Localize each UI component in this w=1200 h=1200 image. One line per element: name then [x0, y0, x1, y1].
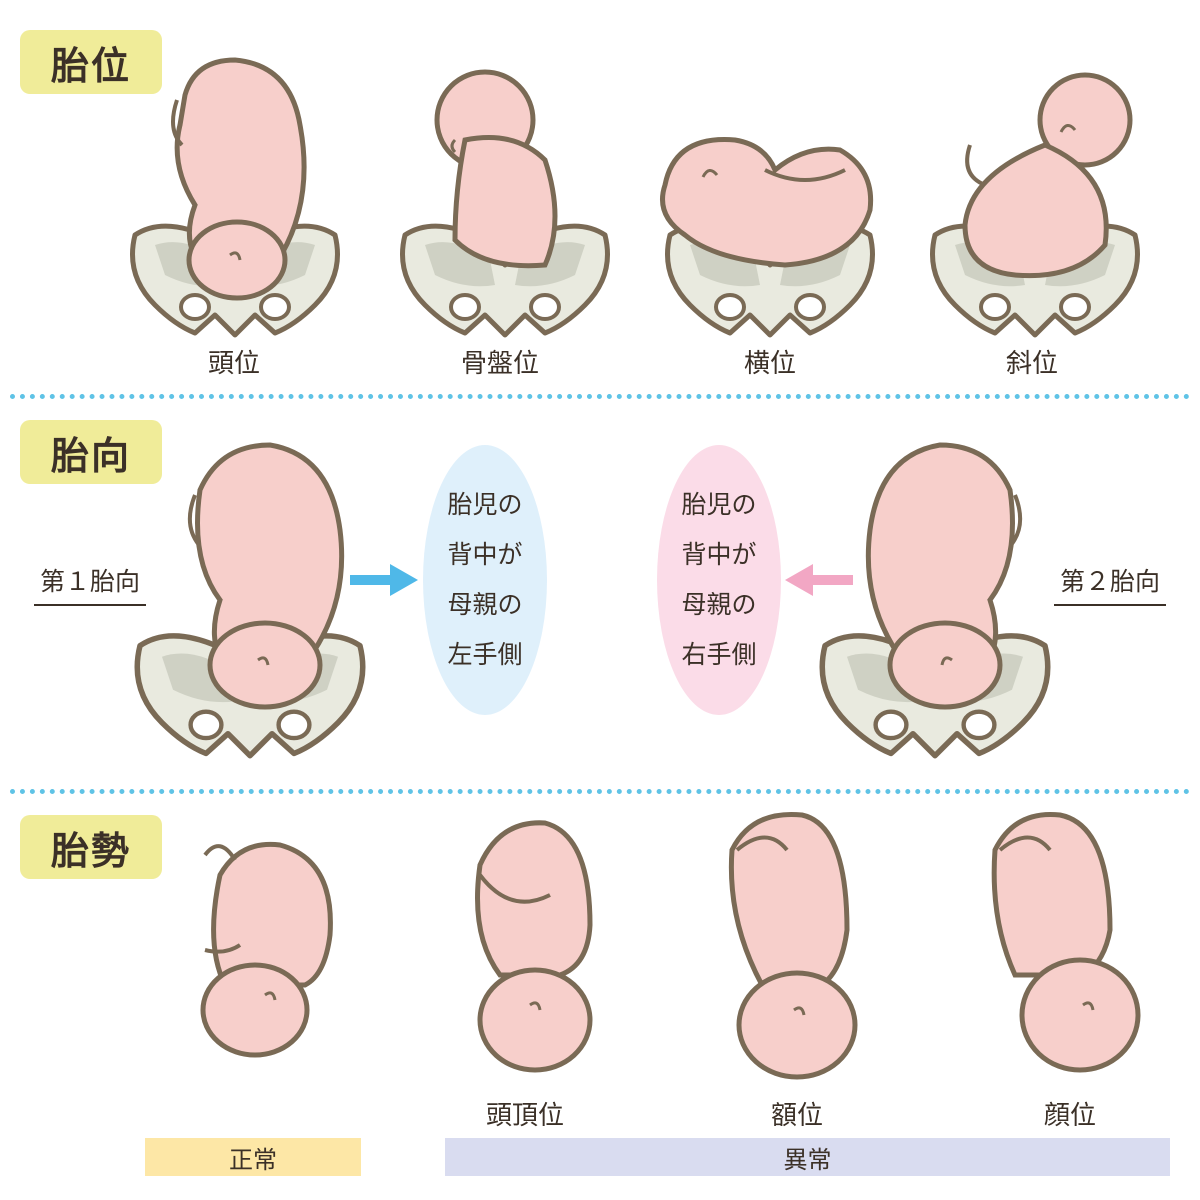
second-line-3: 母親の	[681, 590, 757, 619]
arrow-left-icon	[785, 564, 853, 596]
label-brow: 額位	[770, 1101, 823, 1131]
fetus-normal-flexion-illustration	[200, 841, 333, 1058]
label-vertex-attitude: 頭頂位	[485, 1101, 564, 1131]
fetus-oblique-illustration	[925, 72, 1145, 345]
label-vertex: 頭位	[207, 349, 260, 379]
first-position-description: 胎児の 背中が 母親の 左手側	[423, 445, 547, 715]
section-title-position: 胎向	[20, 420, 162, 484]
second-line-4: 右手側	[681, 640, 757, 669]
first-line-1: 胎児の	[447, 490, 523, 519]
section-divider	[10, 394, 1190, 399]
fetus-face-illustration	[991, 811, 1141, 1073]
label-breech: 骨盤位	[460, 349, 539, 379]
label-second-position: 第２胎向	[1054, 562, 1166, 606]
arrow-right-icon	[350, 564, 418, 596]
label-transverse: 横位	[743, 349, 796, 379]
label-first-position: 第１胎向	[34, 562, 146, 606]
label-face: 顔位	[1043, 1101, 1096, 1131]
abnormal-label: 異常	[783, 1145, 832, 1174]
section-title-presentation: 胎位	[20, 30, 162, 94]
section-title-attitude: 胎勢	[20, 815, 162, 879]
fetus-vertex-illustration	[125, 57, 345, 345]
normal-bar: 正常	[145, 1138, 361, 1176]
normal-label: 正常	[229, 1145, 277, 1174]
fetus-first-position-illustration	[140, 442, 385, 770]
first-line-3: 母親の	[447, 590, 523, 619]
first-line-2: 背中が	[447, 540, 523, 569]
label-oblique: 斜位	[1005, 349, 1058, 379]
second-position-description: 胎児の 背中が 母親の 右手側	[657, 445, 781, 715]
fetus-brow-illustration	[728, 811, 858, 1080]
fetus-vertex-attitude-illustration	[475, 820, 593, 1073]
fetus-breech-illustration	[395, 69, 615, 345]
second-line-1: 胎児の	[681, 490, 757, 519]
fetus-transverse-illustration	[660, 137, 880, 345]
section-divider	[10, 789, 1190, 794]
fetus-second-position-illustration	[825, 442, 1070, 770]
abnormal-bar: 異常	[445, 1138, 1170, 1176]
second-line-2: 背中が	[681, 540, 757, 569]
first-line-4: 左手側	[447, 640, 523, 669]
